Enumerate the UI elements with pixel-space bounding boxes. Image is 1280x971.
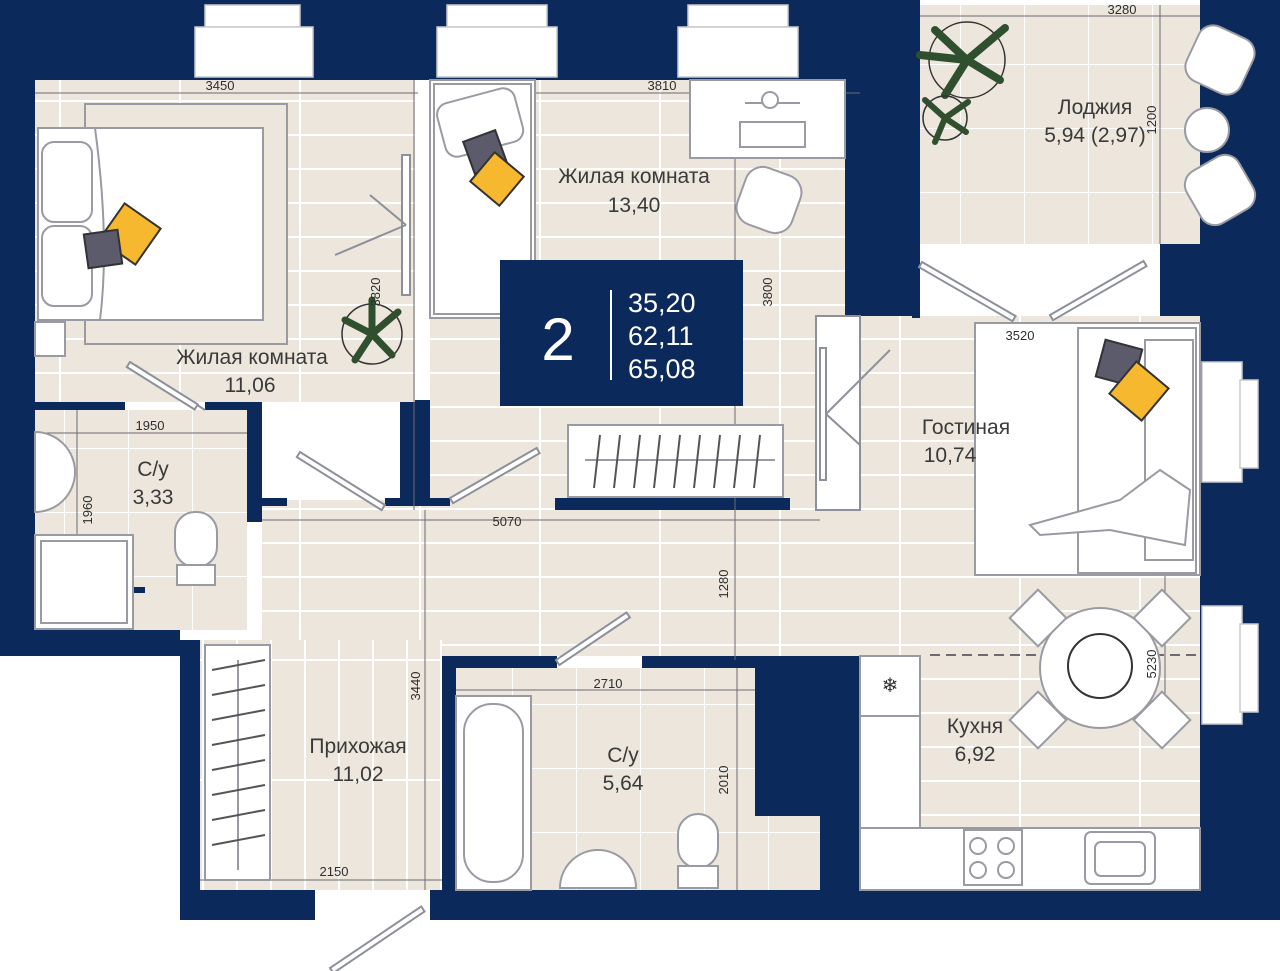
summary-badge: 2 35,20 62,11 65,08 <box>500 260 743 406</box>
living-name: Гостиная <box>922 416 1010 439</box>
dim-2710: 2710 <box>594 676 623 691</box>
furniture <box>34 21 1257 891</box>
floor-bathroom-large-ext <box>755 816 820 890</box>
badge-total-area: 62,11 <box>628 321 694 351</box>
kitchen-area: 6,92 <box>955 743 996 766</box>
dim-2150: 2150 <box>320 864 349 879</box>
bedroom-center-name: Жилая комната <box>558 165 710 188</box>
snowflake-icon: ❄ <box>882 673 899 697</box>
dim-3800: 3800 <box>760 278 775 307</box>
dim-1280: 1280 <box>716 570 731 599</box>
dim-1960: 1960 <box>80 496 95 525</box>
badge-rooms: 2 <box>541 306 574 373</box>
dim-3440: 3440 <box>408 672 423 701</box>
dim-3450: 3450 <box>206 78 235 93</box>
bathroom-small-name: С/у <box>137 458 169 481</box>
dim-3520: 3520 <box>1006 328 1035 343</box>
hallway-area: 11,02 <box>333 763 384 786</box>
bedroom-left-area: 11,06 <box>225 374 276 397</box>
dim-1200: 1200 <box>1144 106 1159 135</box>
kitchen-name: Кухня <box>947 715 1003 738</box>
dim-3820: 3820 <box>368 278 383 307</box>
loggia-area: 5,94 (2,97) <box>1044 124 1146 147</box>
bedroom-center-area: 13,40 <box>608 194 661 217</box>
door-swings <box>125 154 1148 971</box>
hallway-name: Прихожая <box>309 735 406 758</box>
bathroom-small-area: 3,33 <box>133 486 174 509</box>
dim-1950: 1950 <box>136 418 165 433</box>
windows <box>194 4 1259 725</box>
dim-5070: 5070 <box>493 514 522 529</box>
dim-3280: 3280 <box>1108 2 1137 17</box>
dim-5230: 5230 <box>1144 650 1159 679</box>
hangers <box>211 434 761 846</box>
badge-total-area-loggia: 65,08 <box>628 354 696 384</box>
dim-2010: 2010 <box>716 766 731 795</box>
living-area: 10,74 <box>924 444 977 467</box>
floor-hallway <box>262 640 442 890</box>
bathroom-large-name: С/у <box>607 744 639 767</box>
bathroom-large-area: 5,64 <box>603 772 644 795</box>
loggia-name: Лоджия <box>1058 96 1132 119</box>
dim-3810: 3810 <box>648 78 677 93</box>
badge-living-area: 35,20 <box>628 288 696 318</box>
room-labels: Жилая комната 11,06 Жилая комната 13,40 … <box>133 96 1146 795</box>
bedroom-left-name: Жилая комната <box>176 346 328 369</box>
dimension-labels: 3450 3810 3280 3820 3800 1200 3520 1950 … <box>80 2 1159 879</box>
